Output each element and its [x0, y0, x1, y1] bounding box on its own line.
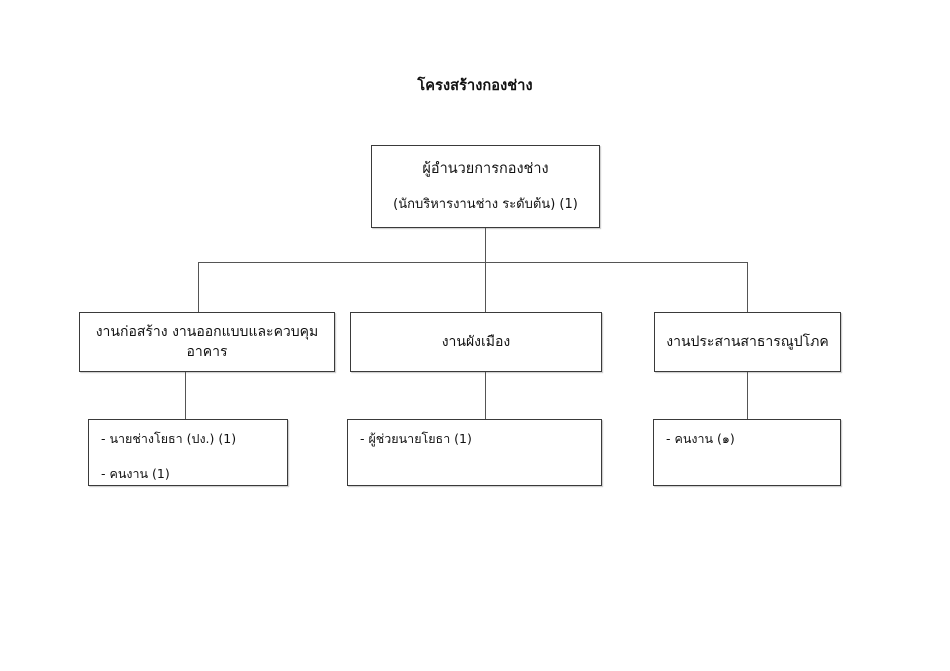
staff-line-item: - คนงาน (1)	[101, 465, 170, 481]
node-staff-construction-design[interactable]: - นายช่างโยธา (ปง.) (1) - คนงาน (1)	[88, 419, 288, 486]
node-staff-city-planning[interactable]: - ผู้ช่วยนายโยธา (1)	[347, 419, 602, 486]
staff-line-item: - ผู้ช่วยนายโยธา (1)	[360, 431, 472, 446]
node-unit-public-utilities[interactable]: งานประสานสาธารณูปโภค	[654, 312, 841, 372]
node-director-title: ผู้อำนวยการกองช่าง	[422, 160, 549, 177]
staff-line-item: - นายช่างโยธา (ปง.) (1)	[101, 431, 237, 446]
node-unit-public-utilities-label: งานประสานสาธารณูปโภค	[666, 333, 829, 350]
node-unit-construction-design-label: งานก่อสร้าง งานออกแบบและควบคุมอาคาร	[95, 323, 319, 360]
connector-drop-center	[485, 262, 487, 312]
connector-unit-staff-right	[747, 372, 749, 419]
node-unit-city-planning[interactable]: งานผังเมือง	[350, 312, 602, 372]
connector-unit-staff-left	[185, 372, 187, 419]
connector-unit-staff-center	[485, 372, 487, 419]
connector-director-stem	[485, 228, 487, 262]
page-title: โครงสร้างกองช่าง	[417, 78, 533, 94]
node-unit-city-planning-label: งานผังเมือง	[441, 333, 511, 350]
connector-drop-right	[747, 262, 749, 312]
connector-drop-left	[198, 262, 200, 312]
connector-horizontal-bus	[198, 262, 748, 264]
staff-line-item: - คนงาน (๑)	[666, 431, 735, 446]
node-staff-public-utilities[interactable]: - คนงาน (๑)	[653, 419, 841, 486]
node-director-subtitle: (นักบริหารงานช่าง ระดับต้น) (1)	[393, 196, 578, 212]
node-director[interactable]: ผู้อำนวยการกองช่าง (นักบริหารงานช่าง ระด…	[371, 145, 600, 228]
node-unit-construction-design[interactable]: งานก่อสร้าง งานออกแบบและควบคุมอาคาร	[79, 312, 335, 372]
